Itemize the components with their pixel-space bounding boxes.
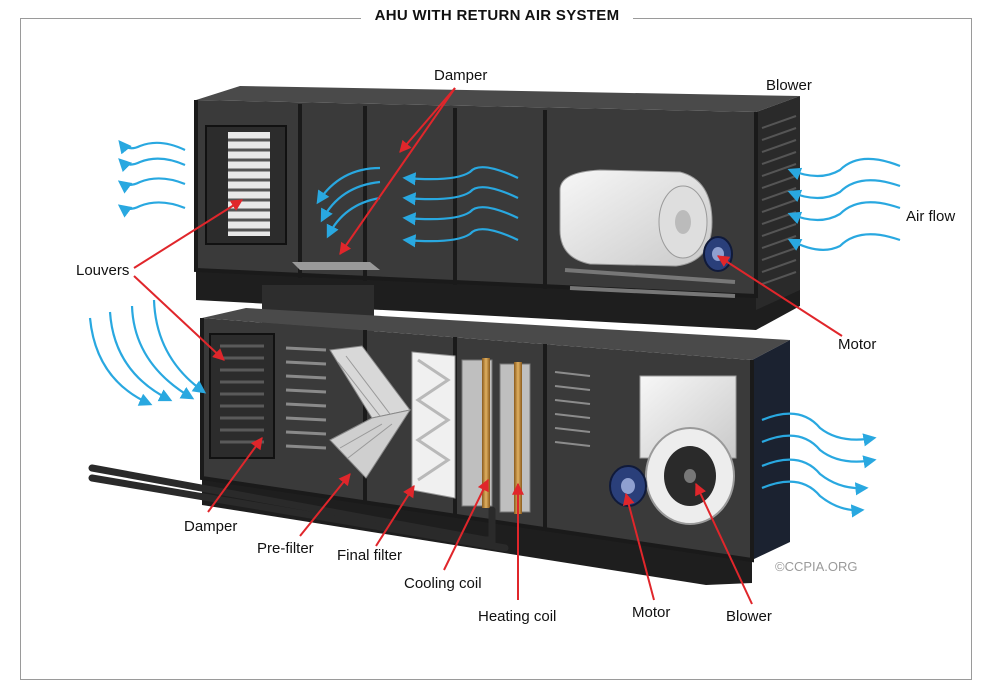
airflow-arrow — [761, 434, 877, 469]
airflow-arrow — [402, 206, 519, 226]
bottom-unit-base — [202, 478, 752, 585]
top-unit-roof — [196, 86, 800, 112]
airflow-arrow — [402, 186, 519, 206]
top-louver-blades — [228, 138, 270, 232]
leader-louvers-bottom — [133, 275, 225, 361]
airflow-arrow — [787, 233, 901, 251]
airflow-arrow — [787, 157, 901, 181]
airflow-arrow — [761, 458, 869, 496]
top-skid-rails — [564, 268, 736, 298]
label-motor-bottom: Motor — [632, 604, 671, 621]
airflow-arrow — [402, 228, 519, 248]
top-floor-damper — [292, 262, 380, 270]
airflow-arrow — [117, 201, 186, 218]
bottom-louver-frame — [209, 333, 275, 459]
final-filter — [411, 351, 456, 499]
label-final-filter: Final filter — [337, 547, 403, 564]
bottom-motor — [609, 465, 647, 507]
top-motor — [703, 236, 733, 272]
airflow-arrow — [761, 412, 877, 447]
airflow-arrow — [152, 299, 207, 394]
bottom-blower — [639, 375, 737, 525]
diagram-title-wrap: AHU WITH RETURN AIR SYSTEM — [0, 7, 994, 25]
top-blower — [559, 169, 713, 267]
cooling-coil — [461, 358, 493, 508]
airflow-arrow — [787, 201, 901, 225]
airflow-arrow — [316, 166, 381, 205]
leader-damper-top-a — [399, 87, 456, 153]
label-cooling-coil: Cooling coil — [404, 575, 482, 592]
pre-filter-bank — [329, 345, 412, 479]
heating-coil — [499, 362, 531, 514]
leader-damper-top-b — [339, 87, 456, 255]
leader-lines — [133, 87, 843, 605]
bottom-unit-roof — [202, 308, 790, 360]
leader-cooling-coil — [443, 478, 489, 571]
airflow-arrow — [787, 179, 901, 203]
leader-pre-filter — [299, 473, 351, 537]
airflow-arrow — [320, 180, 381, 223]
copyright-notice: ©CCPIA.ORG — [775, 559, 858, 574]
top-end-louvers — [761, 115, 797, 285]
bottom-air-handling-unit — [88, 308, 790, 585]
airflow-arrow — [118, 139, 186, 155]
airflow-arrow — [118, 157, 186, 173]
leader-blower-bottom — [695, 482, 753, 605]
label-motor-top: Motor — [838, 336, 877, 353]
label-blower-bottom: Blower — [726, 608, 772, 625]
airflow-arrows — [88, 139, 901, 518]
top-unit-frame — [194, 100, 758, 299]
bottom-baffles — [554, 371, 591, 447]
airflow-arrow — [117, 177, 186, 194]
label-air-flow: Air flow — [906, 208, 956, 225]
airflow-arrow — [761, 480, 865, 518]
leader-motor-top — [716, 255, 843, 337]
diagram-title: AHU WITH RETURN AIR SYSTEM — [360, 7, 634, 24]
airflow-arrow — [88, 317, 153, 406]
label-damper-top: Damper — [434, 67, 488, 84]
bottom-damper-blades — [285, 346, 327, 450]
leader-motor-bottom — [622, 492, 655, 601]
label-damper-bottom: Damper — [184, 518, 238, 535]
airflow-arrow — [326, 196, 381, 239]
airflow-arrow — [108, 311, 173, 402]
label-pre-filter: Pre-filter — [257, 540, 314, 557]
leader-damper-bottom — [207, 437, 263, 513]
label-blower-top: Blower — [766, 77, 812, 94]
coil-pipes — [88, 464, 509, 552]
airflow-arrow — [130, 305, 195, 400]
bottom-unit-end-panel — [752, 340, 790, 560]
airflow-arrow — [402, 166, 519, 186]
leader-final-filter — [375, 484, 415, 547]
label-heating-coil: Heating coil — [478, 608, 557, 625]
leader-louvers-top — [133, 199, 244, 269]
label-louvers: Louvers — [76, 262, 130, 279]
